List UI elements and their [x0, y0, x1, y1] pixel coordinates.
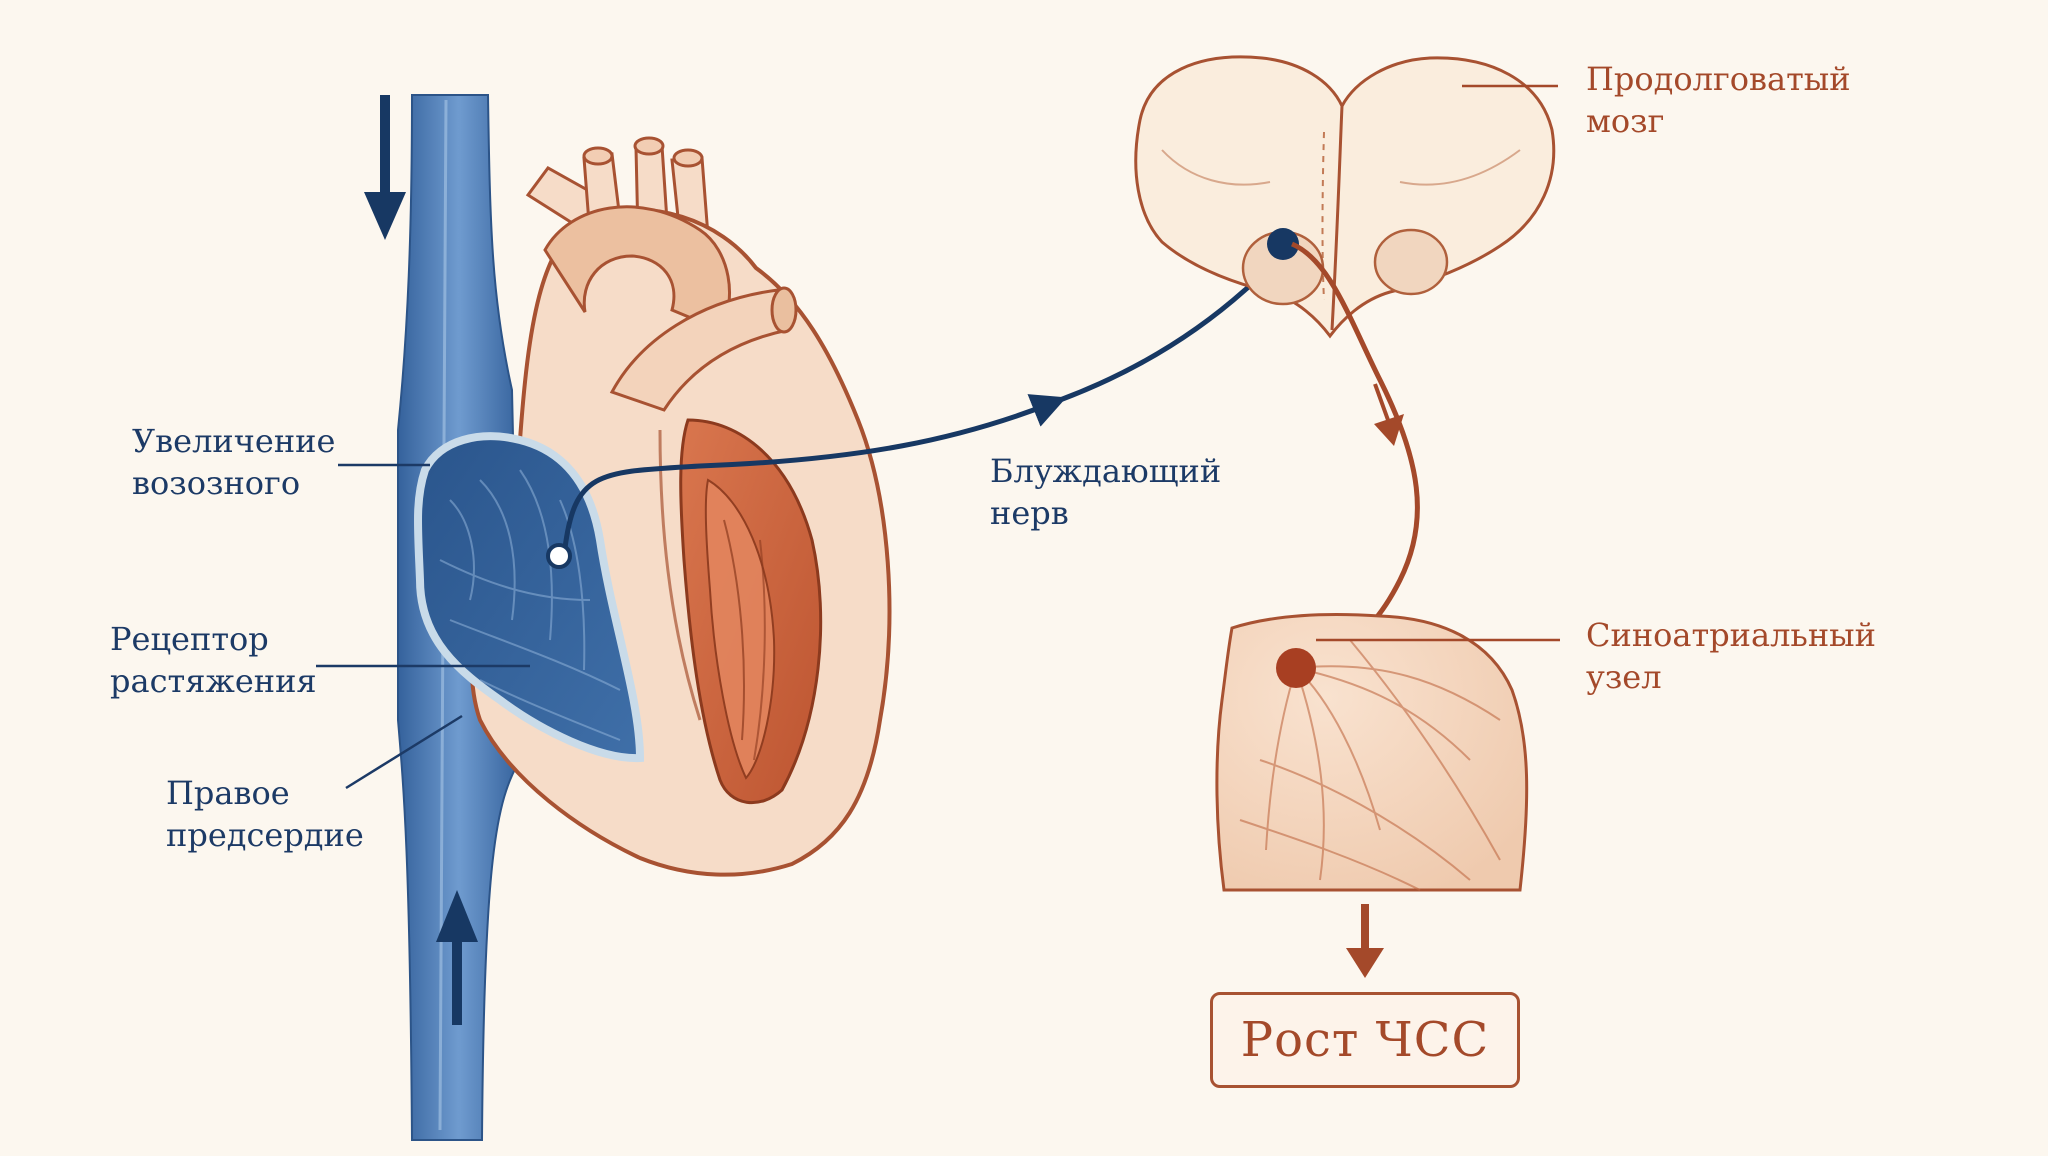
flow-up-arrow: [436, 890, 478, 1025]
leader-right-atrium: [345, 714, 463, 790]
label-sa-node: Синоатриальный узел: [1586, 616, 1876, 696]
heart-illustration: [413, 136, 892, 877]
flow-down-arrow: [364, 95, 406, 240]
result-text: Рост ЧСС: [1240, 1012, 1490, 1068]
result-arrow: [1346, 904, 1384, 978]
label-venous-return: Увеличение возозного: [132, 422, 336, 502]
efferent-direction-arrow: [1373, 383, 1404, 446]
label-vagus-nerve: Блуждающий нерв: [990, 452, 1222, 532]
result-box: Рост ЧСС: [1210, 992, 1520, 1088]
label-medulla: Продолговатый мозг: [1586, 60, 1851, 140]
label-stretch-receptor: Рецептор растяжения: [110, 620, 317, 700]
sa-node-tissue: [1215, 613, 1529, 892]
medulla-nucleus-marker: [1267, 228, 1299, 260]
medulla-illustration: [1134, 55, 1556, 339]
label-right-atrium: Правое предсердие: [166, 774, 364, 854]
sa-node-marker: [1276, 648, 1316, 688]
vagus-nerve-path: [562, 394, 1067, 549]
stretch-receptor-marker: [546, 543, 572, 569]
